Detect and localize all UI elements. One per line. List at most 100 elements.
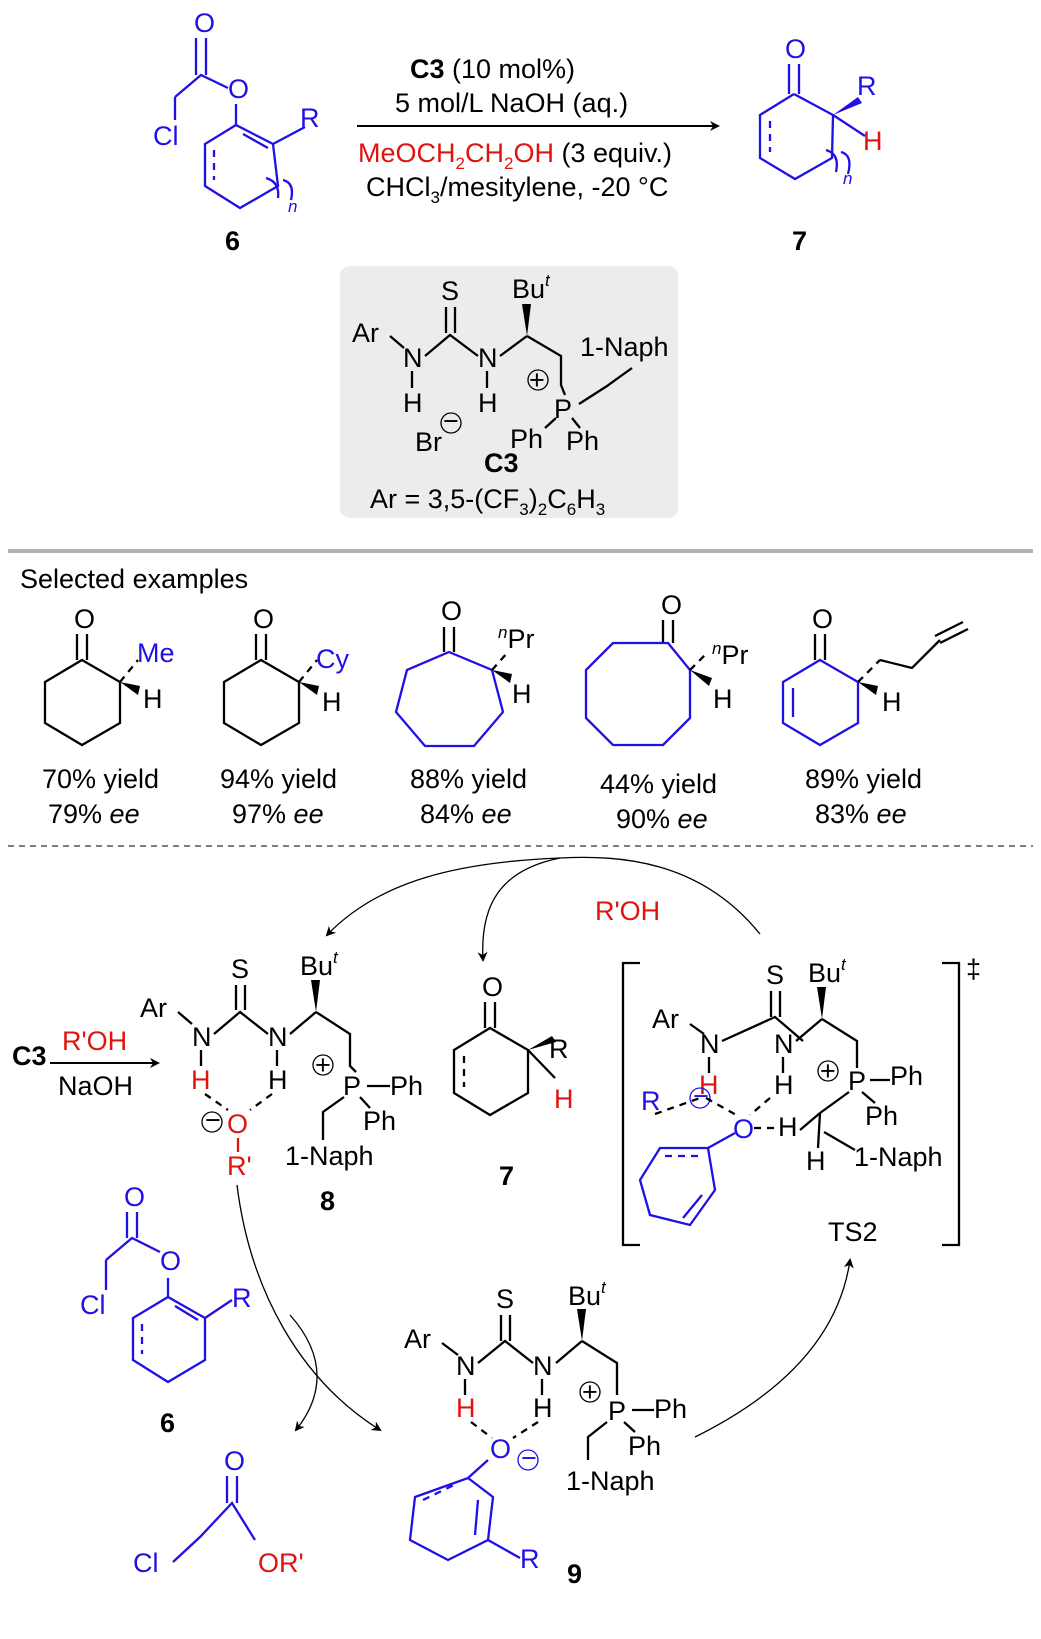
base-conditions: 5 mol/L NaOH (aq.) — [395, 88, 628, 118]
svg-text:N: N — [268, 1022, 288, 1052]
alkoxide-o: O — [227, 1109, 248, 1139]
svg-text:1-Naph: 1-Naph — [854, 1142, 943, 1172]
svg-text:nPr: nPr — [712, 639, 748, 670]
byproduct-chloroacetate: O Cl OR' — [133, 1446, 304, 1578]
group-ph: Ph — [510, 424, 543, 454]
svg-text:H: H — [774, 1070, 794, 1100]
reactant-6: O O Cl R n 6 — [153, 8, 320, 256]
svg-text:N: N — [700, 1029, 720, 1059]
svg-text:CHCl3/mesitylene, -20 °C: CHCl3/mesitylene, -20 °C — [366, 172, 668, 207]
svg-text:+: + — [582, 1377, 598, 1407]
ts-dagger: ‡ — [966, 954, 981, 984]
svg-text:O: O — [124, 1182, 145, 1212]
svg-text:C3 (10 mol%): C3 (10 mol%) — [410, 54, 575, 84]
intermediate-9: S Ar N N H H But + P Ph Ph 1-Naph O − R — [404, 1278, 687, 1589]
svg-text:H: H — [778, 1112, 798, 1142]
svg-text:OR': OR' — [258, 1548, 304, 1578]
atom-n: N — [403, 343, 423, 373]
subscript-n: n — [288, 197, 297, 216]
svg-text:Ph: Ph — [890, 1061, 923, 1091]
svg-text:Ph: Ph — [865, 1101, 898, 1131]
svg-text:Ph: Ph — [654, 1394, 687, 1424]
svg-text:H: H — [512, 679, 532, 709]
svg-text:But: But — [568, 1278, 607, 1311]
svg-text:O: O — [812, 604, 833, 634]
svg-text:H: H — [143, 684, 163, 714]
naoh-label: NaOH — [58, 1071, 133, 1101]
roh-label-left: R'OH — [62, 1026, 127, 1056]
svg-text:nPr: nPr — [498, 623, 534, 654]
alkoxide-r: R' — [227, 1151, 252, 1181]
catalyst-ref: C3 — [410, 54, 445, 84]
group-1-naph: 1-Naph — [580, 332, 669, 362]
atom-h: H — [863, 126, 883, 156]
atom-cl: Cl — [153, 121, 179, 151]
atom-h: H — [478, 388, 498, 418]
compound-label-7: 7 — [792, 226, 807, 256]
atom-ar: Ar — [352, 318, 379, 348]
atom-r: R — [857, 71, 877, 101]
svg-text:Ar: Ar — [140, 993, 167, 1023]
svg-text:R: R — [520, 1544, 540, 1574]
example-2: O Cy H 94% yield 97% ee — [220, 604, 349, 829]
release-product-arrow — [477, 857, 561, 962]
svg-text:88% yield: 88% yield — [410, 764, 527, 794]
cycle-substrate-6: O O Cl R 6 — [80, 1182, 252, 1438]
examples-heading: Selected examples — [20, 564, 248, 594]
svg-text:P: P — [608, 1396, 626, 1426]
atom-r: R — [300, 103, 320, 133]
transition-state-ts2: ‡ S Ar N N H H But + P Ph Ph H H 1-Naph … — [621, 954, 981, 1247]
svg-text:O: O — [74, 604, 95, 634]
svg-text:O: O — [661, 590, 682, 620]
example-1: O Me H 70% yield 79% ee — [42, 604, 175, 829]
svg-text:R: R — [232, 1283, 252, 1313]
svg-text:Ph: Ph — [363, 1106, 396, 1136]
catalyst-label: C3 — [484, 448, 519, 478]
svg-text:97% ee: 97% ee — [232, 799, 324, 829]
roh-label-top: R'OH — [595, 896, 660, 926]
cycle-product-7: O R H 7 — [452, 972, 574, 1191]
svg-text:MeOCH2CH2OH (3 equiv.): MeOCH2CH2OH (3 equiv.) — [358, 138, 672, 173]
atom-o: O — [785, 34, 806, 64]
catalyst-panel-bg — [340, 266, 678, 518]
compound-label-7b: 7 — [499, 1161, 514, 1191]
svg-text:H: H — [268, 1065, 288, 1095]
svg-text:−: − — [205, 1105, 221, 1135]
svg-text:70% yield: 70% yield — [42, 764, 159, 794]
cycle-arrow-top — [325, 856, 761, 937]
example-3: O nPr H 88% yield 84% ee — [394, 596, 534, 829]
product-7: O R H n 7 — [758, 34, 883, 256]
svg-text:S: S — [231, 954, 249, 984]
svg-text:N: N — [774, 1029, 794, 1059]
svg-text:H: H — [456, 1393, 476, 1423]
svg-text:+: + — [820, 1056, 836, 1086]
svg-text:N: N — [192, 1022, 212, 1052]
atom-n: N — [478, 343, 498, 373]
svg-text:O: O — [253, 604, 274, 634]
compound-label-6: 6 — [225, 226, 240, 256]
svg-text:−: − — [693, 1081, 709, 1111]
svg-text:R: R — [549, 1034, 569, 1064]
svg-text:84% ee: 84% ee — [420, 799, 512, 829]
svg-text:O: O — [490, 1434, 511, 1464]
svg-text:S: S — [766, 960, 784, 990]
svg-text:Ph: Ph — [628, 1431, 661, 1461]
atom-br: Br — [415, 427, 442, 457]
svg-text:Cl: Cl — [133, 1548, 159, 1578]
group-ph: Ph — [566, 426, 599, 456]
svg-text:44% yield: 44% yield — [600, 769, 717, 799]
svg-text:H: H — [713, 684, 733, 714]
svg-text:O: O — [224, 1446, 245, 1476]
svg-text:H: H — [806, 1146, 826, 1176]
charge-minus: − — [443, 406, 459, 436]
svg-text:Me: Me — [137, 638, 175, 668]
svg-text:H: H — [322, 687, 342, 717]
svg-text:Cy: Cy — [316, 644, 349, 674]
reaction-conditions: C3 (10 mol%) 5 mol/L NaOH (aq.) MeOCH2CH… — [357, 54, 720, 207]
svg-text:P: P — [343, 1071, 361, 1101]
svg-text:Ar: Ar — [404, 1324, 431, 1354]
atom-p: P — [554, 394, 572, 424]
svg-text:P: P — [848, 1066, 866, 1096]
svg-text:H: H — [699, 1070, 719, 1100]
